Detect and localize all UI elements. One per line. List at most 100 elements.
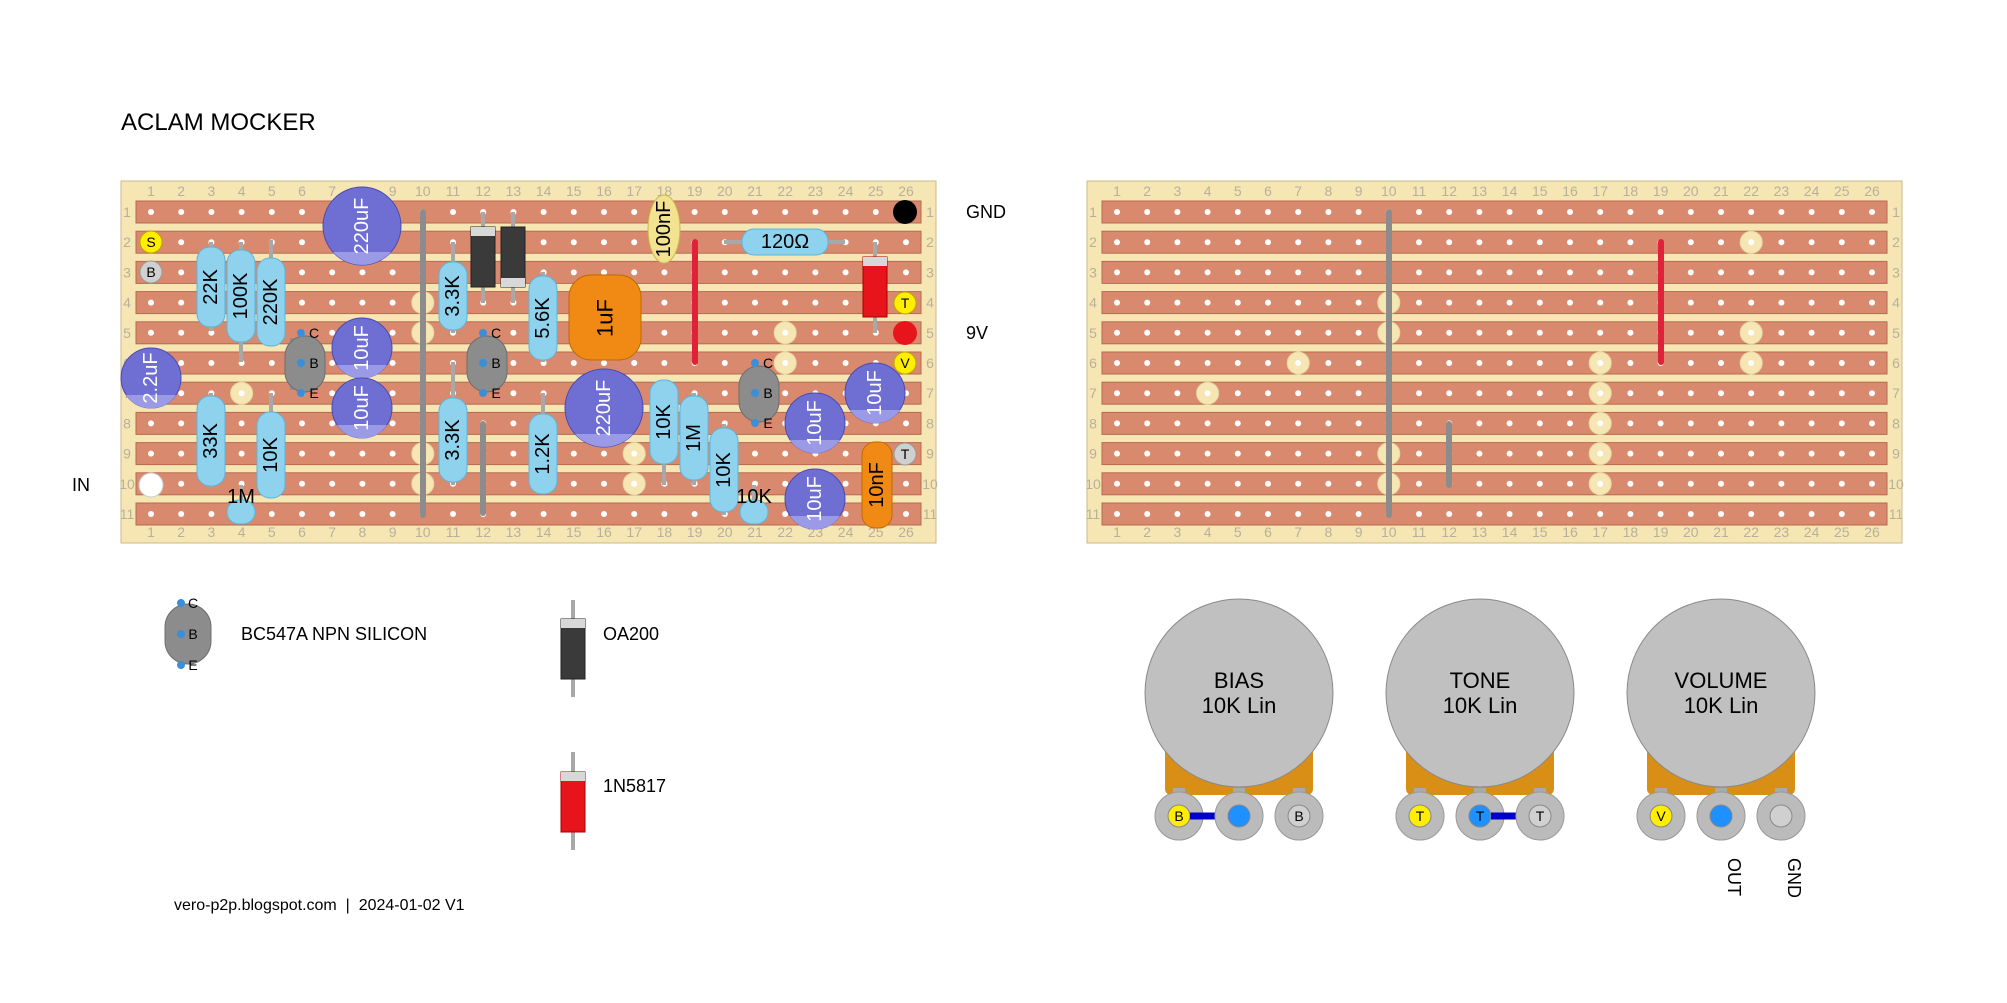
hole xyxy=(872,209,879,215)
hole xyxy=(1718,329,1724,336)
hole xyxy=(510,390,517,397)
hole xyxy=(1597,209,1604,215)
resistor-3-3k: 3.3K xyxy=(438,362,468,485)
svg-text:B: B xyxy=(763,385,772,401)
hole xyxy=(1325,209,1332,215)
hole xyxy=(1536,239,1543,246)
hole xyxy=(1687,269,1694,276)
hole xyxy=(1174,360,1181,366)
pot-lug xyxy=(1756,788,1806,841)
electrolytic-10uf: 10uF xyxy=(784,468,846,530)
hole xyxy=(1627,299,1634,306)
hole xyxy=(1174,329,1181,336)
column-number: 24 xyxy=(838,524,854,540)
column-number: 5 xyxy=(1234,524,1242,540)
resistor-1m: 1M xyxy=(679,393,709,485)
hole xyxy=(842,480,849,487)
hole xyxy=(1476,360,1483,366)
hole xyxy=(1838,390,1845,397)
electrolytic-2-2uf: 2.2uF xyxy=(120,347,182,409)
hole xyxy=(1204,299,1211,306)
column-number: 20 xyxy=(1683,183,1699,199)
hole xyxy=(450,209,456,215)
legend-1n5817-label: 1N5817 xyxy=(603,776,666,796)
hole xyxy=(1506,299,1513,306)
hole xyxy=(782,450,789,457)
legend-1n5817: 1N5817 xyxy=(560,752,666,850)
column-number: 18 xyxy=(1623,524,1639,540)
svg-text:10uF: 10uF xyxy=(351,325,373,371)
hole xyxy=(1687,209,1694,215)
gnd-pot-label: GND xyxy=(1784,858,1804,898)
column-number: 21 xyxy=(1713,183,1729,199)
hole xyxy=(510,360,517,366)
column-number: 10 xyxy=(1381,524,1397,540)
hole xyxy=(1416,480,1422,487)
hole xyxy=(299,299,305,306)
hole xyxy=(1748,269,1755,276)
hole xyxy=(570,450,577,457)
column-number: 13 xyxy=(1472,524,1488,540)
column-number: 10 xyxy=(415,183,431,199)
hole xyxy=(1174,239,1181,246)
resistor-1-2k: 1.2K xyxy=(528,393,558,495)
column-number: 1 xyxy=(1113,524,1121,540)
hole xyxy=(1687,239,1694,246)
hole xyxy=(1869,239,1875,246)
row-number: 7 xyxy=(1089,385,1097,401)
column-number: 8 xyxy=(1325,524,1333,540)
column-number: 25 xyxy=(868,183,884,199)
hole xyxy=(1476,511,1483,517)
column-number: 19 xyxy=(1653,183,1669,199)
hole xyxy=(1325,390,1332,397)
row-number: 1 xyxy=(123,204,131,220)
hole xyxy=(1265,299,1271,306)
row-number: 3 xyxy=(1089,264,1097,280)
svg-text:3.3K: 3.3K xyxy=(442,275,464,317)
electrolytic-10uf: 10uF xyxy=(331,377,393,439)
hole xyxy=(1476,269,1483,276)
column-number: 15 xyxy=(1532,183,1548,199)
hole xyxy=(1325,329,1332,336)
hole xyxy=(1687,420,1694,427)
hole xyxy=(1597,329,1604,336)
hole xyxy=(1718,390,1724,397)
pot-name: TONE xyxy=(1450,668,1511,693)
column-number: 12 xyxy=(1441,524,1457,540)
hole xyxy=(1748,390,1755,397)
column-number: 10 xyxy=(415,524,431,540)
hole xyxy=(1687,450,1694,457)
footer-credit: vero-p2p.blogspot.com | 2024-01-02 V1 xyxy=(174,897,465,914)
hole xyxy=(1204,239,1211,246)
pot-lug xyxy=(1214,788,1264,841)
hole xyxy=(389,450,396,457)
nine-v-pad xyxy=(893,321,917,345)
hole xyxy=(1174,480,1181,487)
hole xyxy=(1778,390,1785,397)
copper-strip xyxy=(1101,381,1888,405)
hole xyxy=(1718,450,1724,457)
electrolytic-10uf: 10uF xyxy=(784,392,846,454)
svg-text:B: B xyxy=(1294,808,1303,824)
hole xyxy=(1325,420,1332,427)
hole xyxy=(1446,329,1453,336)
svg-text:33K: 33K xyxy=(200,423,222,459)
hole xyxy=(1355,329,1362,336)
column-number: 2 xyxy=(177,524,185,540)
hole xyxy=(601,360,607,366)
hole xyxy=(1476,480,1483,487)
hole xyxy=(1567,269,1573,276)
hole xyxy=(1869,299,1875,306)
hole xyxy=(1416,209,1422,215)
hole xyxy=(1144,450,1151,457)
hole xyxy=(631,360,638,366)
hole xyxy=(1204,480,1211,487)
column-number: 4 xyxy=(238,183,246,199)
hole xyxy=(1234,450,1241,457)
hole xyxy=(329,390,336,397)
hole xyxy=(1144,390,1151,397)
hole xyxy=(1718,420,1724,427)
hole xyxy=(1265,269,1271,276)
svg-text:B: B xyxy=(188,626,197,642)
